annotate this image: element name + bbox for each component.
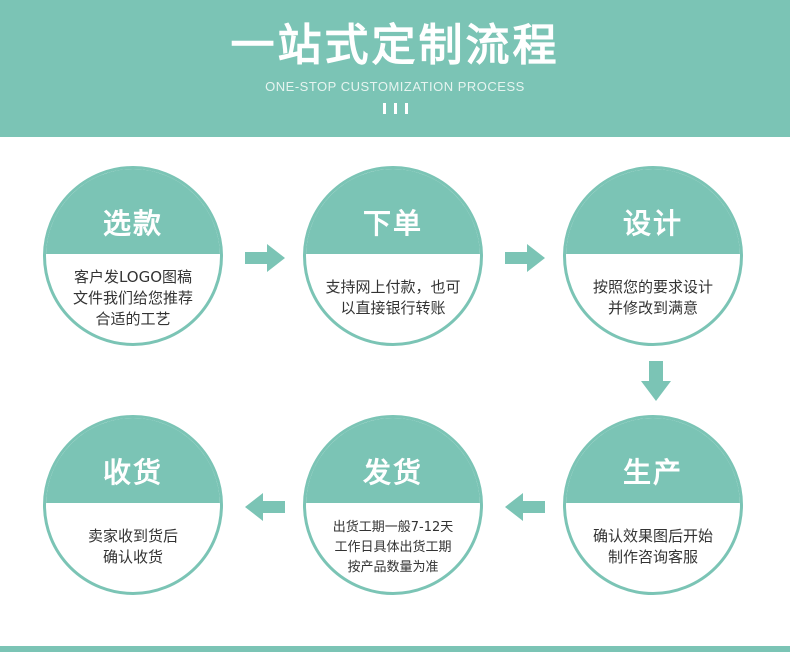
arrow-down-icon [641, 361, 671, 401]
header-banner: 一站式定制流程 ONE-STOP CUSTOMIZATION PROCESS [0, 0, 790, 137]
step-description: 按照您的要求设计 并修改到满意 [592, 278, 713, 317]
step-header [566, 169, 740, 254]
page-subtitle: ONE-STOP CUSTOMIZATION PROCESS [265, 79, 525, 94]
step-header [306, 169, 480, 254]
step-title: 选款 [102, 207, 163, 240]
arrow-left-icon [505, 493, 545, 521]
arrow-right-icon [505, 244, 545, 272]
step-header [566, 418, 740, 503]
step-production: 生产 确认效果图后开始 制作咨询客服 [563, 415, 743, 595]
step-description: 卖家收到货后 确认收货 [87, 527, 178, 566]
step-header [46, 169, 220, 254]
step-description: 确认效果图后开始 制作咨询客服 [592, 527, 713, 566]
step-design: 设计 按照您的要求设计 并修改到满意 [563, 166, 743, 346]
page-title: 一站式定制流程 [230, 20, 560, 71]
step-shipping: 发货 出货工期一般7-12天 工作日具体出货工期 按产品数量为准 [303, 415, 483, 595]
step-header [306, 418, 480, 503]
footer-divider [0, 646, 790, 652]
arrow-right-icon [245, 244, 285, 272]
step-title: 下单 [362, 207, 423, 240]
arrow-left-icon [245, 493, 285, 521]
step-select-style: 选款 客户发LOGO图稿 文件我们给您推荐 合适的工艺 [43, 166, 223, 346]
step-place-order: 下单 支持网上付款，也可 以直接银行转账 [303, 166, 483, 346]
decorative-bars [383, 103, 409, 115]
step-title: 设计 [622, 207, 683, 240]
step-title: 生产 [622, 456, 683, 489]
step-description: 出货工期一般7-12天 工作日具体出货工期 按产品数量为准 [332, 520, 454, 575]
step-description: 客户发LOGO图稿 文件我们给您推荐 合适的工艺 [72, 268, 193, 328]
step-title: 发货 [362, 456, 423, 489]
step-header [46, 418, 220, 503]
step-title: 收货 [102, 456, 163, 489]
step-receipt: 收货 卖家收到货后 确认收货 [43, 415, 223, 595]
step-description: 支持网上付款，也可 以直接银行转账 [325, 278, 461, 317]
